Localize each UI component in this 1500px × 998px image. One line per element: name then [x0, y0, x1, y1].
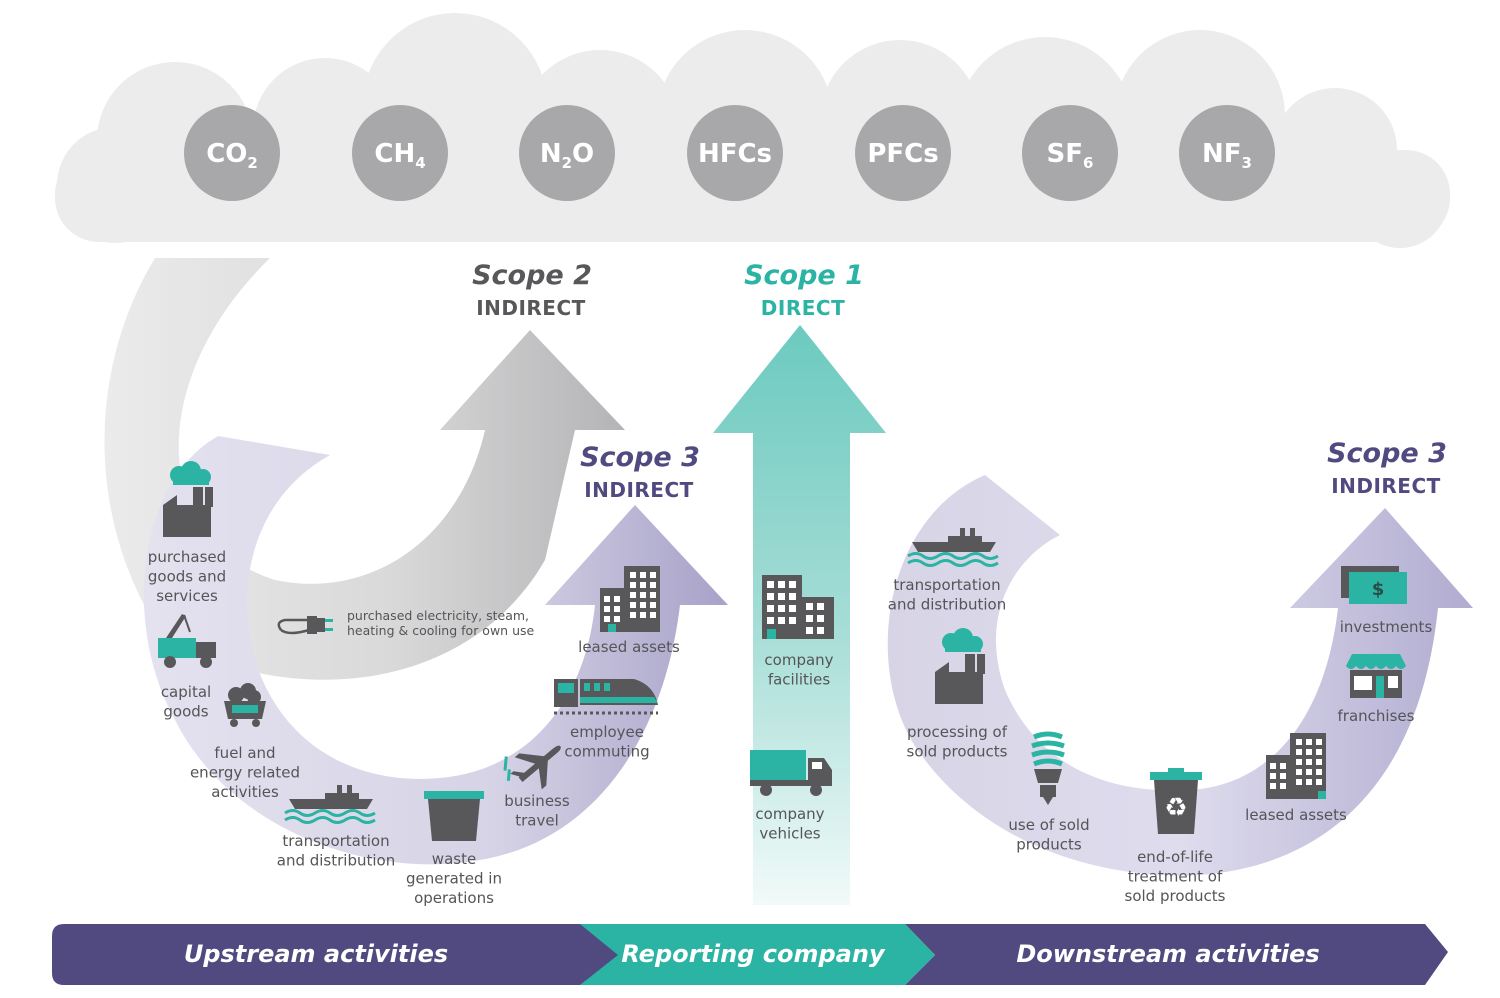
downstream-leased-assets-label: leased assets	[1245, 806, 1347, 824]
greenhouse-gases: CO2 CH4 N2O HFCs PFCs SF6 NF3	[184, 105, 1275, 201]
svg-text:INDIRECT: INDIRECT	[584, 478, 694, 502]
purchased-goods-label: goods and	[148, 568, 226, 586]
end-of-life-label: treatment of	[1128, 868, 1223, 886]
purchased-electricity-label: purchased electricity, steam,	[347, 608, 529, 623]
gas-label: PFCs	[867, 139, 938, 169]
office-building-icon	[600, 566, 660, 632]
light-bulb-icon	[1031, 731, 1065, 805]
svg-text:Scope 1: Scope 1	[744, 260, 864, 291]
scope1-heading: Scope 1 DIRECT	[744, 260, 864, 320]
downstream-transportation-label: and distribution	[888, 596, 1006, 614]
factory-icon	[163, 461, 213, 537]
gas-label: SF6	[1047, 139, 1094, 172]
fuel-energy-label: activities	[211, 783, 279, 801]
gas-circle: NF3	[1179, 105, 1275, 201]
business-travel-label: travel	[515, 812, 559, 830]
mine-cart-icon	[224, 683, 266, 727]
company-vehicles-label: company	[755, 805, 824, 823]
end-of-life-label: end-of-life	[1137, 848, 1213, 866]
cargo-ship-icon-downstream	[907, 528, 999, 567]
crane-truck-icon	[158, 614, 216, 668]
fuel-energy-label: fuel and	[214, 744, 275, 762]
employee-commuting-label: commuting	[564, 743, 649, 761]
waste-label: waste	[432, 850, 476, 868]
employee-commuting-label: employee	[570, 723, 644, 741]
reporting-company-label: Reporting company	[621, 940, 886, 968]
svg-text:Scope 3: Scope 3	[580, 442, 700, 473]
gas-label: HFCs	[698, 139, 772, 169]
svg-text:$: $	[1372, 579, 1385, 600]
gas-circle: CO2	[184, 105, 280, 201]
factory-icon-downstream	[935, 628, 985, 704]
purchased-electricity-label: heating & cooling for own use	[347, 623, 535, 638]
company-facilities-label: facilities	[768, 671, 830, 689]
gas-circle: N2O	[519, 105, 615, 201]
gas-label: CH4	[374, 139, 425, 172]
gas-circle: SF6	[1022, 105, 1118, 201]
upstream-leased-assets-label: leased assets	[578, 638, 680, 656]
fuel-energy-label: energy related	[190, 764, 300, 782]
end-of-life-label: sold products	[1125, 887, 1226, 905]
scope3-downstream-arrow	[887, 475, 1473, 876]
gas-label: NF3	[1202, 139, 1252, 172]
scope3-upstream-heading: Scope 3 INDIRECT	[580, 442, 700, 502]
delivery-truck-icon	[750, 750, 832, 796]
airplane-icon	[503, 745, 561, 790]
scope3-downstream-heading: Scope 3 INDIRECT	[1327, 438, 1447, 498]
svg-text:INDIRECT: INDIRECT	[1331, 474, 1441, 498]
business-travel-label: business	[504, 792, 570, 810]
svg-text:♻: ♻	[1164, 793, 1187, 823]
svg-text:Scope 2: Scope 2	[472, 260, 592, 291]
investments-label: investments	[1340, 618, 1433, 636]
use-of-sold-products-label: use of sold	[1008, 816, 1089, 834]
use-of-sold-products-label: products	[1016, 836, 1082, 854]
gas-circle: CH4	[352, 105, 448, 201]
upstream-transportation-label: transportation	[282, 832, 389, 850]
dumpster-icon	[424, 791, 484, 841]
office-building-icon-downstream	[1266, 733, 1326, 799]
svg-text:DIRECT: DIRECT	[761, 296, 845, 320]
money-bill-icon: $	[1341, 566, 1407, 604]
gas-circle: PFCs	[855, 105, 951, 201]
upstream-label: Upstream activities	[184, 940, 448, 968]
capital-goods-label: goods	[163, 703, 208, 721]
waste-label: operations	[414, 889, 494, 907]
gas-label: N2O	[540, 139, 594, 172]
company-building-icon	[762, 575, 834, 639]
train-icon	[554, 679, 658, 715]
svg-text:Scope 3: Scope 3	[1327, 438, 1447, 469]
svg-text:INDIRECT: INDIRECT	[476, 296, 586, 320]
gas-circle: HFCs	[687, 105, 783, 201]
capital-goods-label: capital	[161, 683, 211, 701]
franchises-label: franchises	[1338, 707, 1415, 725]
recycle-bin-icon: ♻	[1150, 768, 1202, 834]
cargo-ship-icon	[284, 785, 376, 824]
processing-label: processing of	[907, 723, 1008, 741]
downstream-label: Downstream activities	[1016, 940, 1319, 968]
value-chain-band: Upstream activities Reporting company Do…	[52, 924, 1448, 985]
upstream-transportation-label: and distribution	[277, 852, 395, 870]
company-facilities-label: company	[764, 651, 833, 669]
scope3-upstream-arrow	[143, 436, 728, 865]
storefront-icon	[1346, 654, 1406, 698]
gas-label: CO2	[206, 139, 258, 172]
company-vehicles-label: vehicles	[759, 825, 820, 843]
waste-label: generated in	[406, 870, 502, 888]
power-plug-icon	[277, 616, 333, 635]
purchased-goods-label: purchased	[148, 548, 226, 566]
purchased-goods-label: services	[156, 587, 218, 605]
scope2-heading: Scope 2 INDIRECT	[472, 260, 592, 320]
downstream-transportation-label: transportation	[893, 576, 1000, 594]
processing-label: sold products	[907, 743, 1008, 761]
